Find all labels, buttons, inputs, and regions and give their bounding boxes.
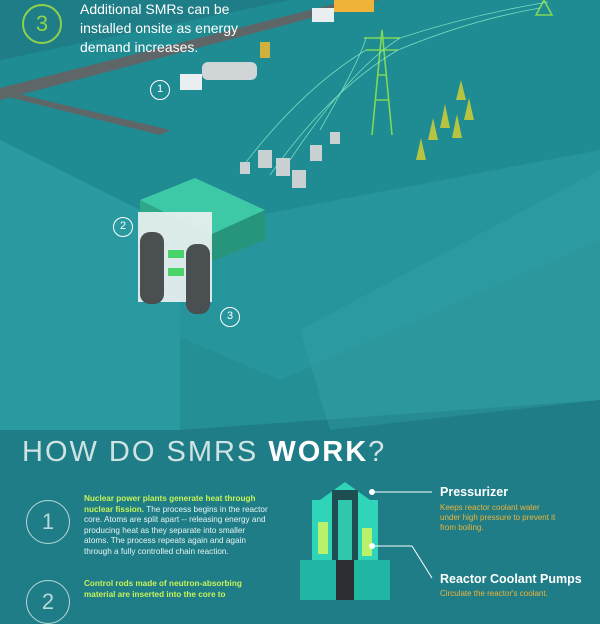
ground-left-face [0, 140, 180, 430]
ground-right-face [180, 150, 600, 430]
tree-icon [416, 80, 474, 160]
marker-1: 1 [150, 80, 170, 100]
road-main [0, 0, 380, 100]
intro-note: Additional SMRs can be installed onsite … [80, 1, 238, 55]
callout-pressurizer-title: Pressurizer [440, 485, 509, 499]
substation-icon [240, 132, 340, 188]
step-1-text: Nuclear power plants generate heat throu… [84, 494, 268, 556]
marker-2: 2 [113, 217, 133, 237]
pumps-leader-line [411, 545, 433, 579]
truck-icon [180, 42, 270, 90]
callout-pumps-title: Reactor Coolant Pumps [440, 572, 582, 586]
road-branch [0, 92, 170, 135]
step-2-circle: 2 [26, 580, 70, 624]
step-1-circle: 1 [26, 500, 70, 544]
step-2-text: Control rods made of neutron-absorbing m… [84, 579, 242, 599]
callout-pumps-desc: Circulate the reactor's coolant. [440, 589, 548, 598]
step-3-badge: 3 [22, 4, 62, 44]
smr-site-illustration [0, 0, 600, 600]
reactor-building-icon [138, 178, 265, 314]
section-heading: HOW DO SMRS WORK? [22, 436, 387, 468]
reactor-vessel-diagram [300, 482, 390, 600]
marker-3: 3 [220, 307, 240, 327]
truck-icon [312, 0, 374, 22]
callout-pressurizer-desc: Keeps reactor coolant water under high p… [440, 503, 556, 532]
transmission-tower-icon [364, 0, 554, 136]
